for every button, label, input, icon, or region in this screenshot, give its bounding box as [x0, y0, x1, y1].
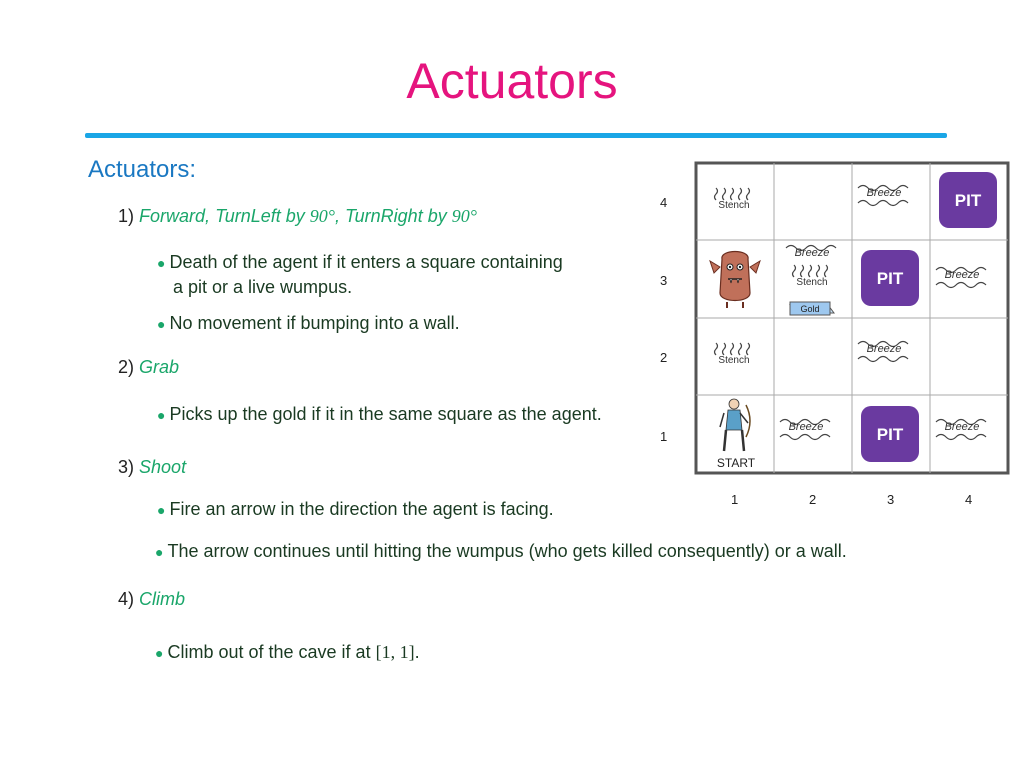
- breeze-label: Breeze: [867, 187, 902, 199]
- action-number: 4): [118, 589, 135, 609]
- bullet-text: Picks up the gold if it in the same squa…: [169, 404, 602, 424]
- action-turnright: TurnRight by: [345, 206, 452, 226]
- breeze-label: Breeze: [945, 269, 980, 281]
- bullet-text: The arrow continues until hitting the wu…: [167, 541, 847, 561]
- bullet-dot-icon: ●: [157, 316, 166, 332]
- breeze-label: Breeze: [795, 247, 830, 259]
- bullet-text: Fire an arrow in the direction the agent…: [169, 499, 554, 519]
- action-4: 4) Climb: [118, 589, 185, 610]
- row-label: 4: [660, 195, 667, 210]
- gold-label: Gold: [800, 304, 819, 314]
- bullet-death: ●Death of the agent if it enters a squar…: [157, 250, 563, 299]
- pit-label: PIT: [877, 425, 904, 444]
- action-climb: Climb: [139, 589, 186, 609]
- row-label: 2: [660, 350, 667, 365]
- bullet-grab: ●Picks up the gold if it in the same squ…: [157, 402, 602, 427]
- bullet-text: .: [414, 642, 420, 662]
- pit-label: PIT: [955, 191, 982, 210]
- start-label: START: [717, 456, 756, 470]
- separator: ,: [334, 206, 345, 226]
- title-rule: [85, 133, 947, 138]
- bullet-dot-icon: ●: [155, 645, 164, 661]
- stench-label: Stench: [718, 200, 749, 211]
- col-label: 4: [965, 492, 972, 507]
- square-coordinate: [1, 1]: [375, 642, 415, 662]
- pit-4-4: PIT: [939, 172, 997, 228]
- breeze-3-2: Breeze: [857, 340, 909, 363]
- stench-label: Stench: [718, 355, 749, 366]
- bullet-text: Climb out of the cave if at: [167, 642, 376, 662]
- col-label: 2: [809, 492, 816, 507]
- agent-icon: [719, 398, 751, 452]
- section-heading: Actuators:: [88, 156, 197, 183]
- breeze-2-1: Breeze: [779, 418, 831, 441]
- bullet-fire: ●Fire an arrow in the direction the agen…: [157, 497, 554, 522]
- breeze-label: Breeze: [789, 421, 824, 433]
- pit-3-1: PIT: [861, 406, 919, 462]
- bullet-dot-icon: ●: [157, 255, 166, 271]
- wumpus-icon: [709, 250, 761, 308]
- breeze-4-1: Breeze: [935, 418, 987, 441]
- stench-label: Stench: [796, 277, 827, 288]
- separator: ,: [205, 206, 216, 226]
- action-2: 2) Grab: [118, 357, 179, 378]
- angle-value: 90°: [309, 206, 335, 226]
- action-number: 3): [118, 457, 135, 477]
- stench-2-3: Stench: [791, 264, 829, 288]
- bullet-climb: ●Climb out of the cave if at [1, 1].: [155, 640, 420, 665]
- breeze-4-3: Breeze: [935, 266, 987, 289]
- bullet-dot-icon: ●: [157, 502, 166, 518]
- bullet-text-continued: a pit or a live wumpus.: [173, 277, 353, 297]
- action-forward: Forward: [139, 206, 206, 226]
- breeze-label: Breeze: [945, 421, 980, 433]
- bullet-continues: ●The arrow continues until hitting the w…: [155, 539, 847, 564]
- action-3: 3) Shoot: [118, 457, 186, 478]
- row-label: 3: [660, 273, 667, 288]
- pit-label: PIT: [877, 269, 904, 288]
- breeze-2-3: Breeze: [785, 244, 837, 259]
- action-number: 1): [118, 206, 135, 226]
- breeze-label: Breeze: [867, 343, 902, 355]
- wumpus-world-grid: 4 3 2 1 1 2 3 4 PIT PIT PIT Breeze Breez…: [650, 155, 1020, 515]
- bullet-dot-icon: ●: [157, 407, 166, 423]
- action-shoot: Shoot: [139, 457, 187, 477]
- pit-3-3: PIT: [861, 250, 919, 306]
- bullet-wall: ●No movement if bumping into a wall.: [157, 311, 460, 336]
- col-label: 1: [731, 492, 738, 507]
- action-1: 1) Forward, TurnLeft by 90°, TurnRight b…: [118, 206, 477, 227]
- stench-1-4: Stench: [713, 187, 751, 211]
- breeze-3-4: Breeze: [857, 184, 909, 207]
- row-label: 1: [660, 429, 667, 444]
- bullet-text: No movement if bumping into a wall.: [169, 313, 460, 333]
- bullet-dot-icon: ●: [155, 544, 164, 560]
- bullet-text: Death of the agent if it enters a square…: [169, 252, 563, 272]
- action-turnleft: TurnLeft by: [215, 206, 310, 226]
- gold-icon: Gold: [789, 301, 835, 316]
- action-number: 2): [118, 357, 135, 377]
- angle-value: 90°: [451, 206, 477, 226]
- stench-1-2: Stench: [713, 342, 751, 366]
- col-label: 3: [887, 492, 894, 507]
- slide-title: Actuators: [406, 53, 618, 109]
- action-grab: Grab: [139, 357, 180, 377]
